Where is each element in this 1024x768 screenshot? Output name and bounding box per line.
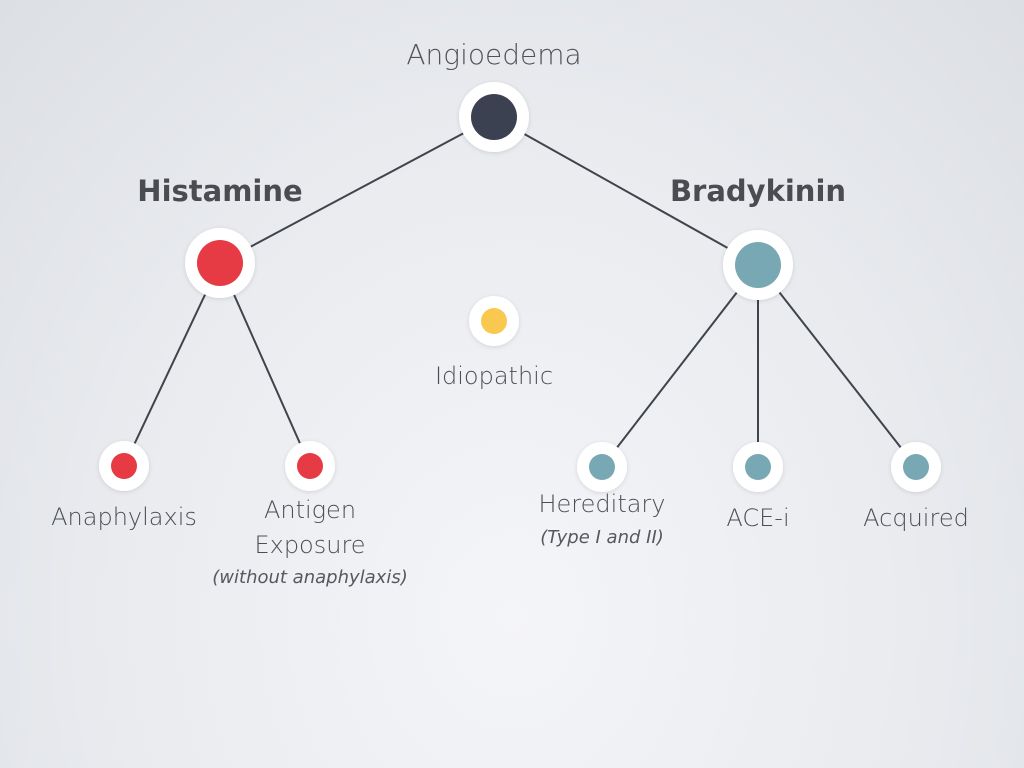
label-angioedema: Angioedema <box>406 38 582 71</box>
node-antigen-exposure <box>285 441 335 491</box>
edge-root-histamine <box>219 116 495 264</box>
node-ace-i <box>733 442 783 492</box>
node-bradykinin <box>723 230 793 300</box>
label-antigen-line2: Exposure <box>254 530 366 559</box>
node-acquired <box>891 442 941 492</box>
node-hereditary <box>577 442 627 492</box>
label-ace-i: ACE-i <box>726 504 790 532</box>
connector-lines <box>123 116 917 468</box>
node-angioedema <box>459 82 529 152</box>
label-histamine: Histamine <box>137 174 303 208</box>
label-anaphylaxis: Anaphylaxis <box>51 503 197 531</box>
label-bradykinin: Bradykinin <box>669 174 847 208</box>
label-antigen-exposure: Antigen Exposure <box>254 496 365 560</box>
label-acquired: Acquired <box>863 504 969 532</box>
node-idiopathic <box>469 296 519 346</box>
nodes <box>99 82 941 492</box>
edge-bradykinin-acquired <box>757 264 917 468</box>
edge-root-bradykinin <box>493 116 759 266</box>
label-hereditary: Hereditary <box>538 490 666 518</box>
edge-histamine-anaphylaxis <box>123 262 221 467</box>
label-idiopathic: Idiopathic <box>434 362 554 390</box>
edge-histamine-antigen <box>219 262 311 467</box>
edge-bradykinin-hereditary <box>601 264 759 468</box>
label-antigen-note: (without anaphylaxis) <box>212 567 408 588</box>
label-antigen-line1: Antigen <box>263 496 357 524</box>
node-histamine <box>185 228 255 298</box>
label-hereditary-note: (Type I and II) <box>540 527 664 548</box>
node-anaphylaxis <box>99 441 149 491</box>
